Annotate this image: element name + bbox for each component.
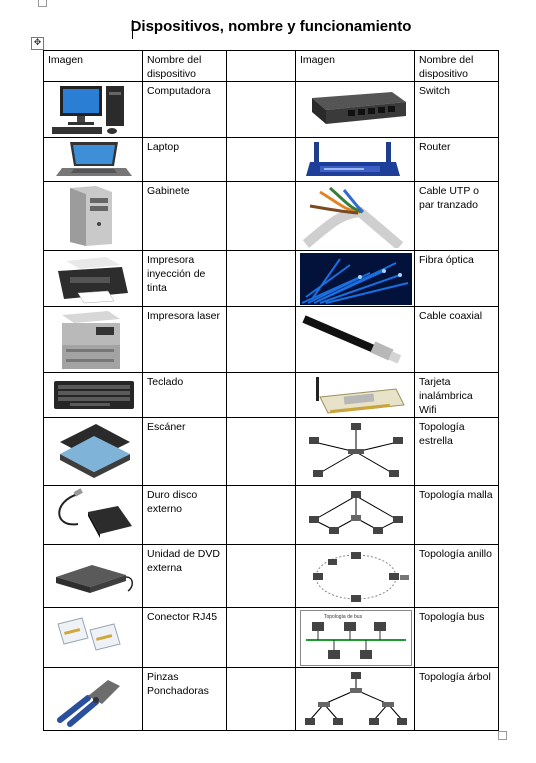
table-row: Impresora inyección de tinta Fibra óptic… bbox=[43, 250, 499, 307]
external-dvd-icon bbox=[56, 565, 133, 593]
table-row: Computadora Switch bbox=[43, 81, 499, 138]
table-row: Teclado Tarjeta inalámbrica Wifi bbox=[43, 372, 499, 418]
device-name: Switch bbox=[414, 81, 499, 138]
table-row: Laptop Router bbox=[43, 137, 499, 182]
table-row: Conector RJ45 Topología de bus Topología… bbox=[43, 607, 499, 668]
device-name: Teclado bbox=[142, 372, 227, 418]
device-name: Cable coaxial bbox=[414, 306, 499, 373]
table-row: Impresora laser Cable coaxial bbox=[43, 306, 499, 373]
table-resize-handle[interactable] bbox=[498, 731, 507, 740]
device-name: Router bbox=[414, 137, 499, 182]
desktop-computer-icon bbox=[52, 86, 124, 134]
pc-tower-icon bbox=[70, 186, 112, 246]
wifi-card-icon bbox=[316, 377, 405, 414]
bus-diagram-caption: Topología de bus bbox=[324, 614, 363, 620]
bus-topology-icon: Topología de bus bbox=[300, 610, 412, 666]
crimping-tool-icon bbox=[57, 680, 120, 727]
table-move-handle-icon[interactable]: ✥ bbox=[31, 37, 44, 50]
mesh-topology-icon bbox=[309, 491, 403, 534]
star-topology-icon bbox=[309, 423, 403, 477]
coaxial-cable-icon bbox=[302, 315, 402, 364]
device-name: Conector RJ45 bbox=[142, 607, 227, 668]
page-corner-mark bbox=[38, 0, 47, 7]
device-name: Laptop bbox=[142, 137, 227, 182]
header-cell bbox=[226, 50, 296, 82]
device-name: Impresora laser bbox=[142, 306, 227, 373]
header-cell: Imagen bbox=[43, 50, 143, 82]
table-row: Duro disco externo Topología malla bbox=[43, 485, 499, 545]
device-name: Topología malla bbox=[414, 485, 499, 545]
utp-cable-icon bbox=[302, 186, 404, 248]
fiber-optic-icon bbox=[300, 253, 412, 305]
laser-printer-icon bbox=[62, 311, 120, 369]
rj45-connector-icon bbox=[57, 617, 121, 651]
device-name: Topología estrella bbox=[414, 417, 499, 486]
table-row: Escáner Topología estrella bbox=[43, 417, 499, 486]
laptop-icon bbox=[56, 142, 132, 176]
text-cursor bbox=[132, 20, 133, 39]
document-title: Dispositivos, nombre y funcionamiento bbox=[130, 18, 412, 35]
device-name: Unidad de DVD externa bbox=[142, 544, 227, 608]
device-name: Gabinete bbox=[142, 181, 227, 251]
header-cell: Imagen bbox=[295, 50, 415, 82]
inkjet-printer-icon bbox=[58, 257, 128, 304]
scanner-icon bbox=[60, 424, 130, 478]
header-cell: Nombre del dispositivo bbox=[142, 50, 227, 82]
tree-topology-icon bbox=[305, 672, 407, 725]
table-row: Pinzas Ponchadoras Topología árbol bbox=[43, 667, 499, 731]
device-name: Topología anillo bbox=[414, 544, 499, 608]
keyboard-icon bbox=[54, 381, 134, 409]
device-name: Topología bus bbox=[414, 607, 499, 668]
device-name: Impresora inyección de tinta bbox=[142, 250, 227, 307]
device-name: Duro disco externo bbox=[142, 485, 227, 545]
table-header-row: Imagen Nombre del dispositivo Imagen Nom… bbox=[43, 50, 499, 82]
device-name: Computadora bbox=[142, 81, 227, 138]
device-name: Fibra óptica bbox=[414, 250, 499, 307]
external-hdd-icon bbox=[58, 488, 132, 538]
table-row: Unidad de DVD externa Topología anillo bbox=[43, 544, 499, 608]
network-switch-icon bbox=[312, 92, 406, 124]
device-name: Pinzas Ponchadoras bbox=[142, 667, 227, 731]
devices-table: Imagen Nombre del dispositivo Imagen Nom… bbox=[43, 50, 499, 731]
device-name: Topología árbol bbox=[414, 667, 499, 731]
table-row: Gabinete Cable UTP o par tranzado bbox=[43, 181, 499, 251]
device-name: Tarjeta inalámbrica Wifi bbox=[414, 372, 499, 418]
header-cell: Nombre del dispositivo bbox=[414, 50, 499, 82]
ring-topology-icon bbox=[313, 552, 409, 602]
device-name: Escáner bbox=[142, 417, 227, 486]
device-name: Cable UTP o par tranzado bbox=[414, 181, 499, 251]
router-icon bbox=[306, 142, 400, 176]
